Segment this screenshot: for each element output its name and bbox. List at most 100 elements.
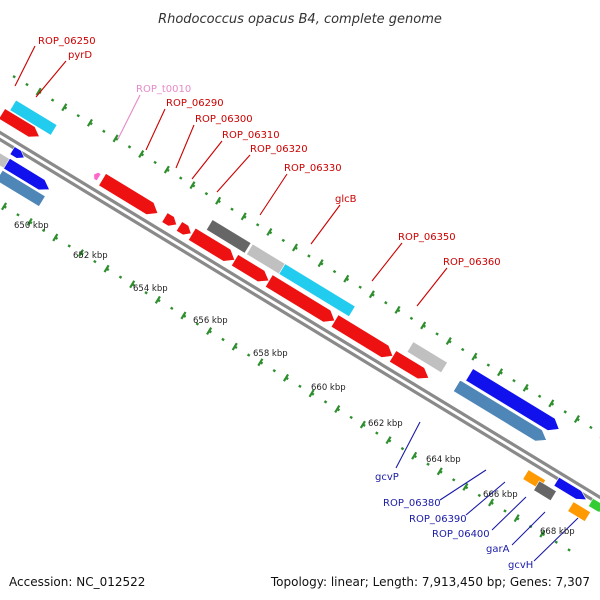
- major-tick: [206, 327, 213, 336]
- gene-label: ROP_06330: [284, 163, 342, 174]
- gene-label: ROP_06290: [166, 98, 224, 109]
- gene-rop-06310: [175, 221, 192, 236]
- tick-dot: [93, 259, 97, 264]
- scale-label: 656 kbp: [193, 316, 228, 326]
- gene-label: ROP_06300: [195, 114, 253, 125]
- major-tick: [86, 118, 93, 127]
- major-tick: [359, 420, 366, 429]
- topology-info: Topology: linear; Length: 7,913,450 bp; …: [270, 575, 590, 589]
- label-connector: [533, 517, 579, 562]
- gene-gcvp: [465, 368, 560, 431]
- major-tick: [462, 482, 469, 491]
- major-tick: [436, 467, 443, 476]
- label-connector: [491, 496, 527, 531]
- tick-dot: [272, 368, 277, 373]
- tick-dot: [118, 275, 123, 279]
- label-connector: [259, 173, 288, 216]
- label-connector: [35, 60, 67, 98]
- tick-dot: [426, 462, 430, 466]
- scale-label: 650 kbp: [14, 221, 49, 231]
- major-tick: [77, 249, 84, 258]
- gene-lower-blue: [3, 157, 50, 191]
- major-tick: [154, 295, 161, 304]
- tick-dot: [12, 75, 16, 79]
- gene-rop-06290: [98, 173, 159, 215]
- gene-rop-06400: [553, 476, 587, 501]
- major-tick: [103, 264, 110, 273]
- major-tick: [266, 227, 273, 236]
- major-tick: [215, 196, 222, 205]
- tick-dot: [221, 337, 225, 342]
- tick-dot: [144, 291, 148, 295]
- tick-dot: [349, 415, 353, 420]
- tick-dot: [589, 425, 593, 430]
- tick-dot: [332, 269, 337, 274]
- tick-dot: [76, 113, 80, 118]
- major-tick: [112, 134, 119, 143]
- tick-dot: [375, 431, 379, 435]
- major-tick: [317, 259, 324, 268]
- major-tick: [35, 87, 42, 96]
- gene-label: pyrD: [68, 50, 92, 61]
- major-tick: [163, 165, 170, 174]
- tick-dot: [537, 394, 542, 398]
- gene-label: ROP_06360: [443, 257, 501, 268]
- genome-backbone: [0, 130, 600, 507]
- label-connector: [216, 154, 251, 193]
- tick-dot: [246, 353, 251, 357]
- major-tick: [513, 514, 520, 523]
- backbone-line: [0, 137, 600, 507]
- label-connector: [511, 511, 546, 546]
- label-connector: [465, 481, 506, 516]
- tick-dot: [204, 191, 209, 196]
- gene-labels: ROP_06250pyrDROP_t0010ROP_06290ROP_06300…: [38, 36, 533, 571]
- major-tick: [61, 103, 68, 112]
- tick-dot: [307, 254, 311, 258]
- tick-dot: [554, 540, 558, 544]
- tick-dot: [323, 400, 328, 404]
- major-tick: [539, 529, 546, 538]
- tick-dot: [477, 493, 482, 498]
- scale-label: 654 kbp: [133, 284, 168, 294]
- tick-dot: [179, 176, 183, 180]
- tick-dot: [435, 332, 439, 336]
- major-tick: [343, 274, 350, 283]
- tick-dot: [41, 228, 46, 233]
- scale-label: 662 kbp: [368, 419, 403, 429]
- tick-dot: [67, 244, 71, 248]
- major-tick: [282, 373, 290, 382]
- label-connector: [117, 94, 141, 140]
- label-connector: [145, 108, 166, 151]
- major-tick: [129, 280, 136, 289]
- tick-dot: [486, 363, 491, 367]
- gene-gcvp-steel: [452, 379, 547, 442]
- label-connector: [14, 45, 36, 87]
- tick-dot: [400, 446, 405, 451]
- major-tick: [257, 358, 264, 367]
- tick-dot: [563, 410, 567, 414]
- major-tick: [138, 150, 145, 158]
- gene-rop-06320b: [205, 219, 252, 254]
- tick-dot: [153, 160, 157, 165]
- major-tick: [52, 233, 59, 242]
- backbone-line: [0, 130, 600, 500]
- major-tick: [231, 342, 238, 351]
- tick-dot: [102, 129, 106, 133]
- tick-dot: [460, 347, 465, 352]
- gene-label: ROP_06310: [222, 130, 280, 141]
- tick-dot: [195, 322, 200, 326]
- gene-lower-steel: [0, 169, 46, 207]
- scale-label: 664 kbp: [426, 455, 461, 465]
- gene-rop-06330: [230, 254, 270, 283]
- tick-dot: [50, 98, 55, 102]
- tick-dot: [384, 301, 388, 305]
- major-tick: [573, 414, 580, 423]
- tick-dot: [567, 548, 571, 552]
- major-tick: [548, 399, 555, 408]
- gene-rop-06330c: [264, 274, 336, 323]
- gene-label: glcB: [335, 194, 357, 205]
- accession-text: Accession: NC_012522: [9, 575, 145, 589]
- gene-rop-06360: [388, 350, 430, 380]
- major-tick: [471, 352, 478, 361]
